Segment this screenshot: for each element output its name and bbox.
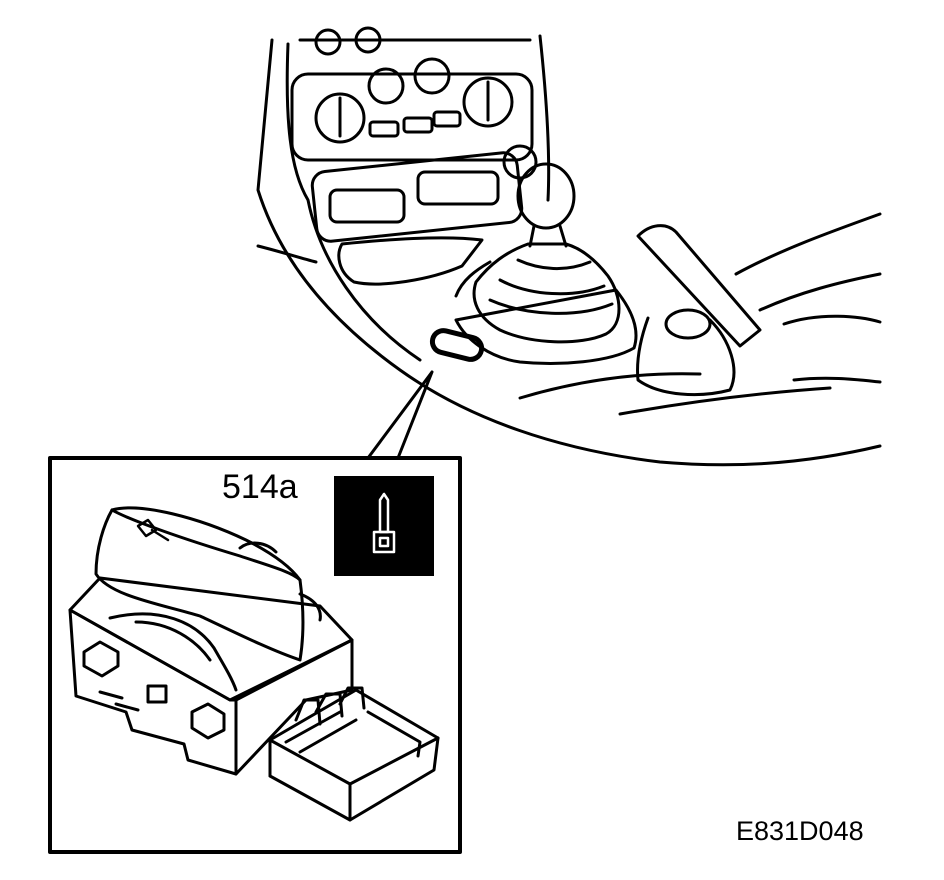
handbrake-base [636,316,736,397]
console-inner-edge [285,42,422,362]
front-clip-left [82,640,120,678]
switch-housing-side [234,638,354,776]
pin-badge [334,476,434,576]
figure-code-label: E831D048 [736,816,864,846]
climate-button-1 [368,120,400,138]
switch-housing-front [68,608,238,776]
temperature-knob [314,92,366,144]
front-clip-right [190,702,226,740]
console-right-edge [538,34,551,202]
part-number-label: 514a [222,468,298,506]
switch-slot-right [416,170,500,206]
top-knob-right [354,26,382,54]
seat-edge [734,212,882,312]
gear-boot [472,242,621,344]
front-pin-middle [146,684,168,704]
switch-slot-left [328,188,406,224]
small-switch-knob [502,144,538,180]
gear-surround [454,260,638,365]
console-outline [256,38,882,467]
switch-location-marker [429,328,485,362]
gear-lever [454,162,638,365]
rocker-side-tab [238,541,322,622]
mode-knob [413,57,451,95]
connector-plug [268,686,440,822]
handbrake-lever [636,224,762,348]
top-knob-left [314,28,342,56]
seat-cushion [782,314,882,384]
dash-left-line [256,244,318,264]
storage-tray [337,236,484,286]
gear-knob [516,162,576,230]
recirc-knob [462,76,514,128]
climate-panel [290,72,534,162]
rocker-switch-drawing [68,506,440,822]
climate-button-2 [402,116,434,134]
rocker-symbol [136,518,170,542]
rocker-slope [108,612,238,692]
fan-knob [367,67,405,105]
center-console-drawing [256,26,882,467]
pin-connector-icon [372,492,396,554]
climate-button-3 [432,110,462,128]
detail-inset-frame [48,456,462,854]
handbrake-button [664,308,712,340]
callout-pointer [366,370,434,460]
